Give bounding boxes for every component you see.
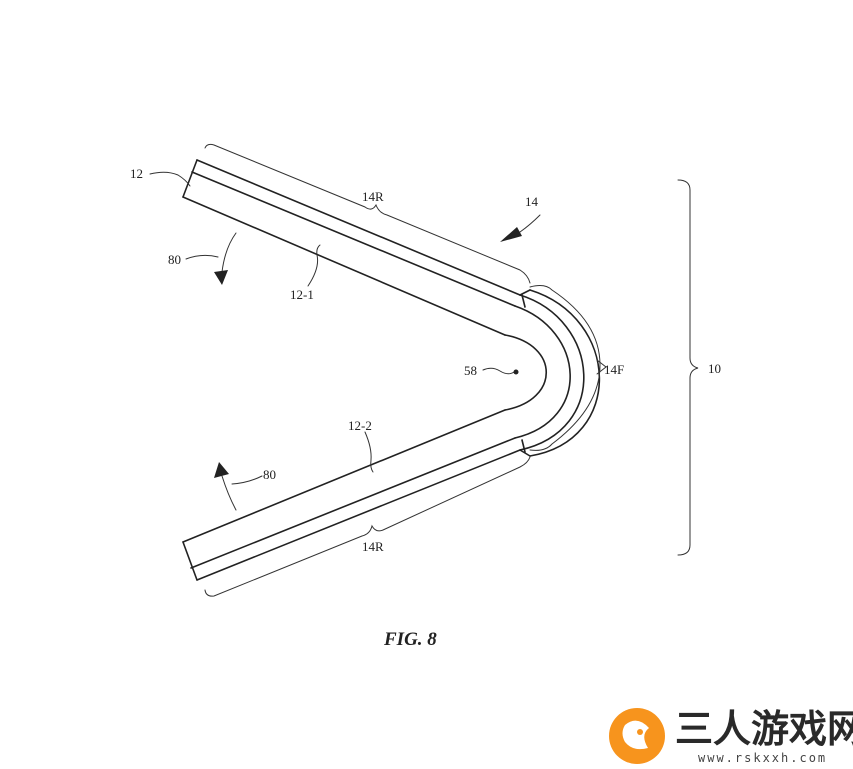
- leader-12: [149, 171, 191, 187]
- label-14R-upper: 14R: [362, 189, 384, 204]
- label-14F: 14F: [604, 362, 624, 377]
- brace-14R-lower: [204, 456, 531, 597]
- label-12-1: 12-1: [290, 287, 314, 302]
- label-14: 14: [525, 194, 539, 209]
- folded-display: [182, 159, 601, 581]
- leader-12-1: [307, 244, 321, 287]
- arrow-14: [500, 214, 541, 242]
- brace-14R-upper: [204, 143, 531, 284]
- brace-10: [677, 179, 699, 556]
- rotation-arrow-upper: [185, 232, 237, 285]
- watermark-title: 三人游戏网: [675, 707, 853, 751]
- label-12: 12: [130, 166, 143, 181]
- label-80-upper: 80: [168, 252, 181, 267]
- watermark-url: www.rskxxh.com: [698, 751, 827, 765]
- label-14R-lower: 14R: [362, 539, 384, 554]
- label-10: 10: [708, 361, 721, 376]
- label-12-2: 12-2: [348, 418, 372, 433]
- figure-caption: FIG. 8: [383, 629, 437, 650]
- leader-12-2: [364, 431, 374, 473]
- leader-58: [482, 367, 519, 375]
- brace-14F: [529, 285, 607, 451]
- rotation-arrow-lower: [214, 462, 263, 511]
- label-58: 58: [464, 363, 477, 378]
- label-80-lower: 80: [263, 467, 276, 482]
- watermark: 三人游戏网 www.rskxxh.com: [609, 707, 853, 765]
